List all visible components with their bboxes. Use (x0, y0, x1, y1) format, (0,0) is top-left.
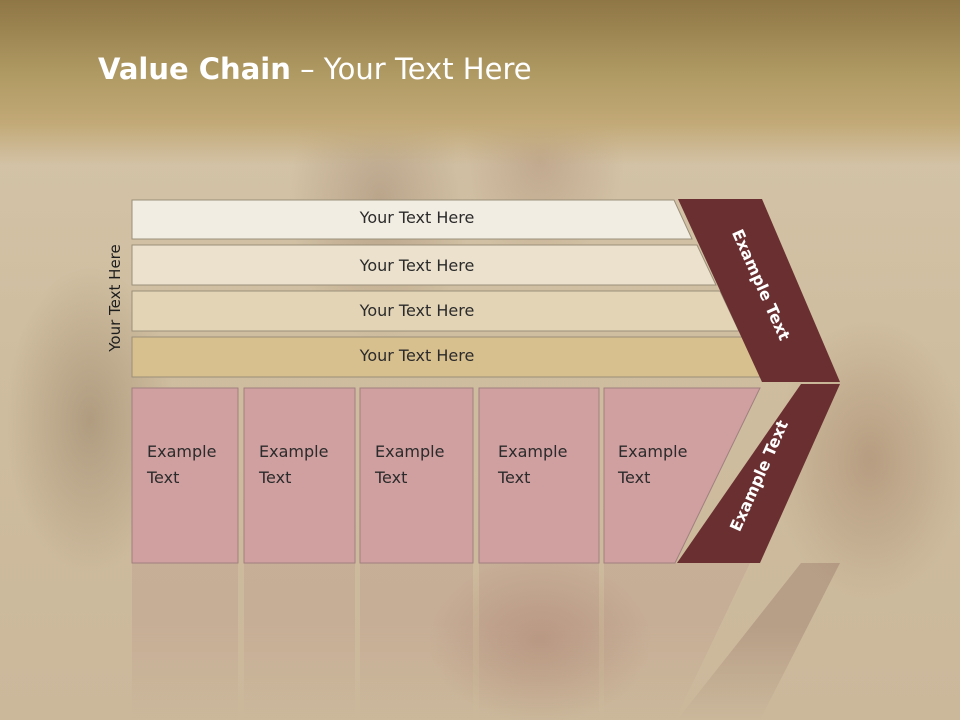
box-5-label: Example Text (618, 442, 688, 487)
chevron-upper[interactable] (678, 199, 840, 382)
bar-2[interactable] (131, 244, 717, 286)
box-1[interactable] (131, 387, 239, 564)
title-bold: Value Chain (98, 52, 291, 86)
box-5[interactable] (603, 387, 761, 564)
box-3[interactable] (359, 387, 474, 564)
box-1-label: Example Text (147, 442, 217, 487)
box-4[interactable] (478, 387, 600, 564)
bar-3-label: Your Text Here (359, 301, 475, 320)
bar-1[interactable] (131, 199, 693, 240)
title-band (0, 0, 960, 165)
title-rest: – Your Text Here (290, 52, 532, 86)
box-3-label: Example Text (375, 442, 445, 487)
slide-title[interactable]: Value Chain – Your Text Here (98, 52, 532, 86)
box-4-label: Example Text (498, 442, 568, 487)
bar-1-label: Your Text Here (359, 208, 475, 227)
bar-2-label: Your Text Here (359, 256, 475, 275)
box-2[interactable] (243, 387, 356, 564)
chevron-lower[interactable] (677, 384, 840, 563)
box-2-label: Example Text (259, 442, 329, 487)
bar-4-label: Your Text Here (359, 346, 475, 365)
